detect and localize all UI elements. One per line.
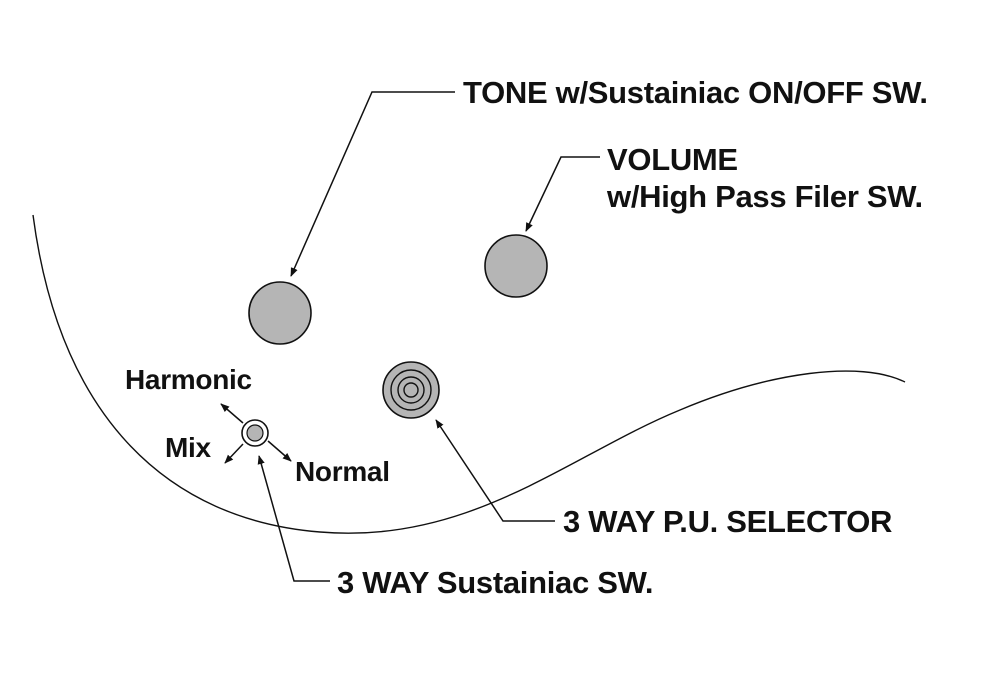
- volume-leader-line: [525, 156, 600, 232]
- sustainiac-leader-line: [257, 455, 330, 582]
- normal-direction-arrow: [267, 440, 292, 462]
- volume-label-line1: VOLUME: [607, 142, 738, 177]
- mix-label: Mix: [165, 432, 212, 463]
- volume-label-line2: w/High Pass Filer SW.: [606, 179, 923, 214]
- pu-selector-label: 3 WAY P.U. SELECTOR: [563, 504, 892, 539]
- tone-knob[interactable]: [248, 281, 312, 345]
- pu-selector-switch[interactable]: [382, 361, 440, 419]
- mix-direction-arrow: [224, 443, 244, 464]
- harmonic-direction-arrow: [220, 403, 244, 424]
- volume-knob[interactable]: [484, 234, 548, 298]
- sustainiac-switch-label: 3 WAY Sustainiac SW.: [337, 565, 653, 600]
- guitar-body-outline: [32, 214, 906, 534]
- tone-leader-line: [290, 91, 455, 277]
- normal-label: Normal: [295, 456, 390, 487]
- sustainiac-switch[interactable]: [241, 419, 269, 447]
- harmonic-label: Harmonic: [125, 364, 252, 395]
- tone-label: TONE w/Sustainiac ON/OFF SW.: [463, 75, 928, 110]
- pu-selector-leader-line: [435, 419, 555, 522]
